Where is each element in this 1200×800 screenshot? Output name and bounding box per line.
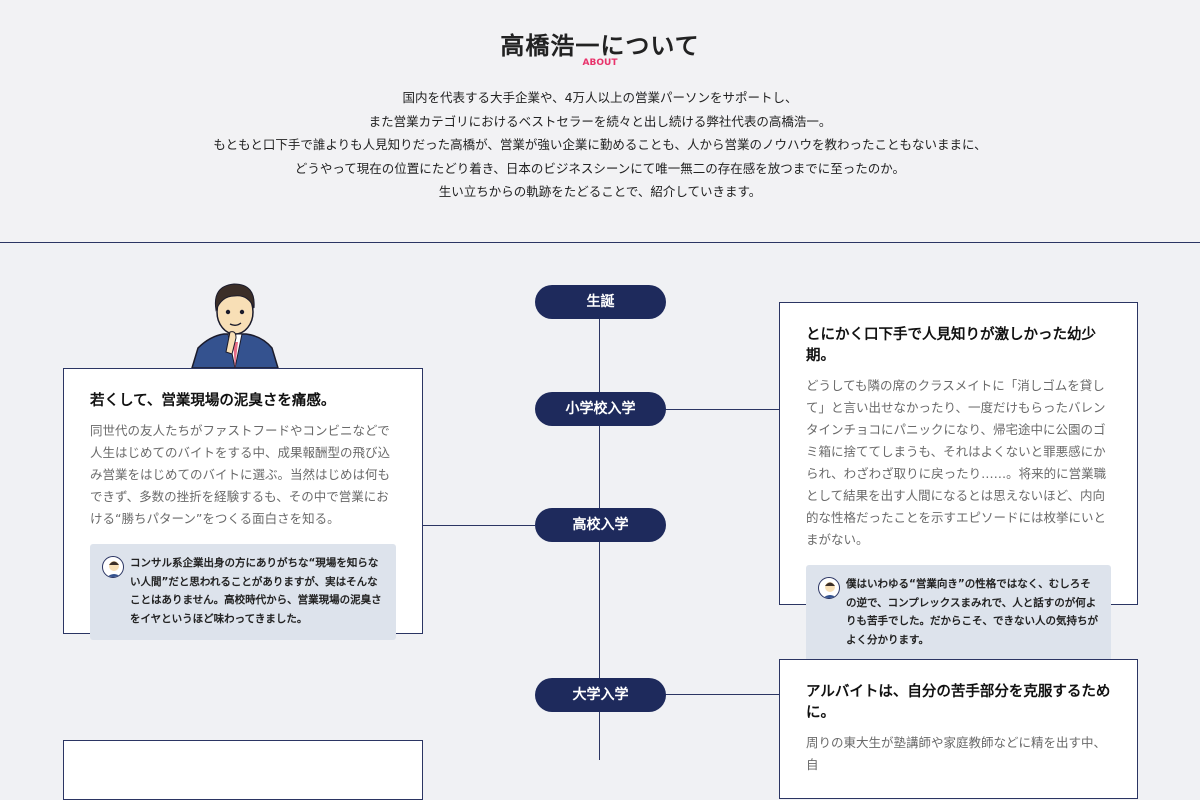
card-title: アルバイトは、自分の苦手部分を克服するために。 [806, 684, 1111, 721]
quote-box: 僕はいわゆる“営業向き”の性格ではなく、むしろその逆で、コンプレックスまみれで、… [806, 565, 1111, 661]
connector [665, 694, 779, 695]
connector [665, 409, 779, 410]
avatar-icon [818, 577, 840, 599]
card-title: 若くして、営業現場の泥臭さを痛感。 [90, 393, 336, 409]
timeline-card-next [63, 740, 423, 800]
card-text: 周りの東大生が塾講師や家庭教師などに精を出す中、自 [806, 735, 1107, 772]
milestone-university: 大学入学 [535, 678, 666, 712]
quote-text: コンサル系企業出身の方にありがちな“現場を知らない人間”だと思われることがありま… [130, 557, 382, 625]
card-title: とにかく口下手で人見知りが激しかった幼少期。 [806, 327, 1096, 364]
person-illustration [191, 283, 279, 368]
quote-text: 僕はいわゆる“営業向き”の性格ではなく、むしろその逆で、コンプレックスまみれで、… [846, 578, 1098, 646]
intro-line: 生い立ちからの軌跡をたどることで、紹介していきます。 [438, 184, 762, 199]
connector [422, 525, 535, 526]
about-header: 高橋浩一について ABOUT 国内を代表する大手企業や、4万人以上の営業パーソン… [0, 0, 1200, 243]
card-text: どうしても隣の席のクラスメイトに「消しゴムを貸して」と言い出せなかったり、一度だ… [806, 378, 1107, 547]
milestone-birth: 生誕 [535, 285, 666, 319]
intro-line: また営業カテゴリにおけるベストセラーを続々と出し続ける弊社代表の高橋浩一。 [368, 113, 832, 129]
page-subtitle: ABOUT [582, 58, 618, 68]
intro-line: もともと口下手で誰よりも人見知りだった高橋が、営業が強い企業に勤めることも、人か… [213, 137, 987, 152]
timeline-card-childhood: とにかく口下手で人見知りが激しかった幼少期。 どうしても隣の席のクラスメイトに「… [779, 302, 1138, 661]
timeline-card-university: アルバイトは、自分の苦手部分を克服するために。 周りの東大生が塾講師や家庭教師な… [779, 659, 1138, 799]
timeline-card-highschool: 若くして、営業現場の泥臭さを痛感。 同世代の友人たちがファストフードやコンビニな… [63, 368, 423, 640]
milestone-elementary: 小学校入学 [535, 392, 666, 426]
intro-text: 国内を代表する大手企業や、4万人以上の営業パーソンをサポートし、 また営業カテゴ… [0, 86, 1200, 204]
intro-line: 国内を代表する大手企業や、4万人以上の営業パーソンをサポートし、 [402, 90, 798, 105]
avatar-icon [102, 556, 124, 578]
intro-line: どうやって現在の位置にたどり着き、日本のビジネスシーンにて唯一無二の存在感を放つ… [294, 160, 906, 176]
card-text: 同世代の友人たちがファストフードやコンビニなどで人生はじめてのバイトをする中、成… [90, 423, 391, 526]
page-title: 高橋浩一について [500, 32, 700, 60]
milestone-highschool: 高校入学 [535, 508, 666, 542]
quote-box: コンサル系企業出身の方にありがちな“現場を知らない人間”だと思われることがありま… [90, 544, 396, 640]
